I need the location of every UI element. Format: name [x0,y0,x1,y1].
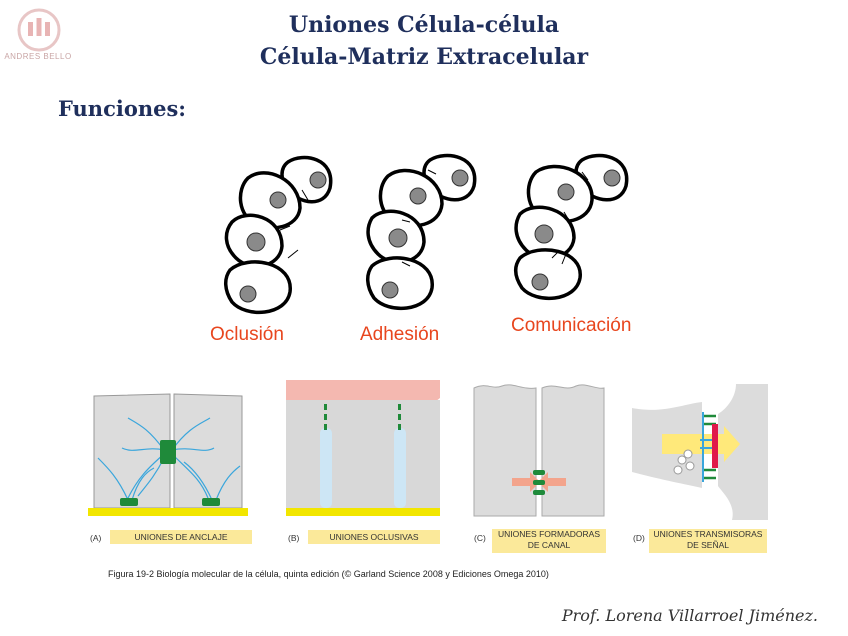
panel-c-title-line-1: UNIONES FORMADORAS [497,529,600,539]
logo-text: ANDRES BELLO [4,52,72,61]
figure-caption: Figura 19-2 Biología molecular de la cél… [108,569,549,579]
panel-d-title-line-1: UNIONES TRANSMISORAS [653,529,763,539]
panel-d-title-line-2: DE SEÑAL [686,540,730,550]
panel-d-letter: (D) [633,533,645,543]
anchoring-junctions-figure [88,393,248,516]
slide-title-line-1: Uniones Célula-célula [288,12,560,38]
panel-d-title: UNIONES TRANSMISORAS DE SEÑAL [649,529,767,553]
functions-heading: Funciones: [58,96,187,121]
function-label-occlusion: Oclusión [210,324,284,345]
slide-title-line-2: Célula-Matriz Extracelular [259,44,589,70]
panel-a-letter: (A) [90,533,102,543]
function-label-adhesion: Adhesión [360,324,440,345]
occlusion-cells-diagram [224,155,333,315]
panel-c-title-line-2: DE CANAL [527,540,571,550]
panel-b-letter: (B) [288,533,300,543]
panel-b-title: UNIONES OCLUSIVAS [308,530,440,544]
occluding-junctions-figure [286,380,440,516]
university-logo [17,8,61,52]
panel-a-title: UNIONES DE ANCLAJE [110,530,252,544]
panel-c-title: UNIONES FORMADORAS DE CANAL [492,529,606,553]
channel-forming-junctions-figure [473,384,605,517]
function-label-communication: Comunicación [511,315,632,336]
panel-c-letter: (C) [474,533,486,543]
communication-cells-diagram [514,153,629,301]
author-signature: Prof. Lorena Villarroel Jiménez. [561,606,818,625]
adhesion-cells-diagram [366,153,477,311]
signal-relaying-junctions-figure [632,384,768,520]
